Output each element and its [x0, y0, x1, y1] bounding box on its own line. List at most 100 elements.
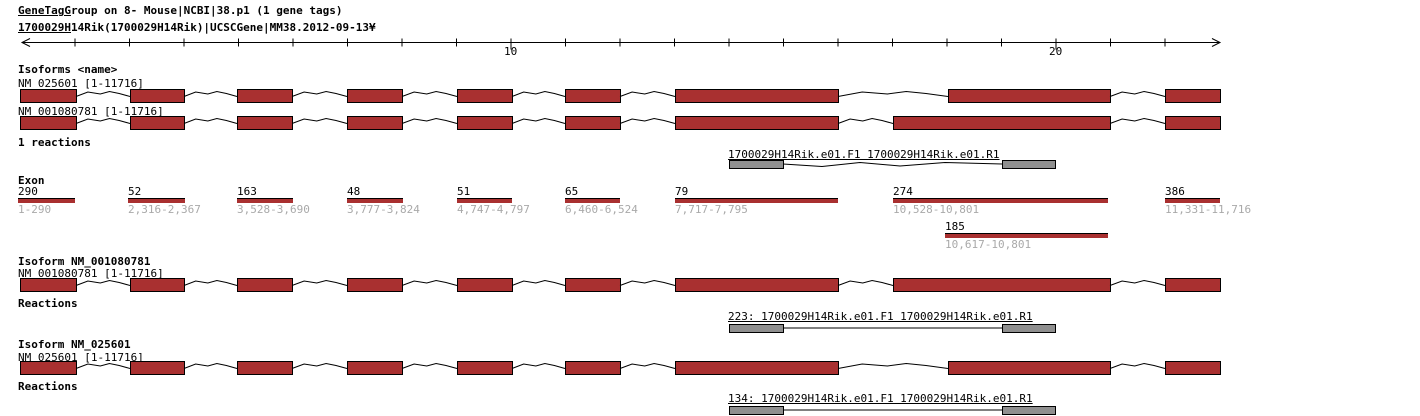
exon-bar[interactable] [128, 198, 185, 203]
isoform-section-track-label-2: NM_025601 [1-11716] [18, 351, 144, 364]
exon-entry: 48 3,777-3,824 [347, 185, 420, 216]
exon-block[interactable] [237, 278, 293, 292]
exon-block[interactable] [237, 361, 293, 375]
gene-link[interactable]: 1700029H [18, 21, 71, 34]
reaction-label-223[interactable]: 223: 1700029H14Rik.e01.F1 1700029H14Rik.… [728, 310, 1033, 323]
gene-structure-nm025601[interactable] [0, 89, 1420, 104]
exon-length-label: 163 [237, 185, 257, 198]
exon-bar[interactable] [945, 233, 1108, 238]
exon-block[interactable] [347, 278, 403, 292]
exon-block[interactable] [1165, 361, 1221, 375]
reaction-primer-bars-223[interactable] [0, 322, 1420, 336]
exon-entry: 65 6,460-6,524 [565, 185, 638, 216]
reaction-label-134[interactable]: 134: 1700029H14Rik.e01.F1 1700029H14Rik.… [728, 392, 1033, 405]
exon-block[interactable] [20, 278, 77, 292]
exon-bar[interactable] [893, 198, 1108, 203]
isoforms-section-title: Isoforms <name> [18, 63, 118, 76]
exon-block[interactable] [457, 278, 513, 292]
reverse-primer-bar[interactable] [1002, 160, 1056, 169]
exon-block[interactable] [675, 278, 839, 292]
reactions-subtitle-nm001080781: Reactions [18, 297, 78, 310]
gene-structure-nm001080781[interactable] [0, 116, 1420, 131]
exon-entry: 163 3,528-3,690 [237, 185, 310, 216]
isoform-track-label-nm001080781: NM_001080781 [1-11716] [18, 105, 164, 118]
exon-block[interactable] [457, 116, 513, 130]
exon-block[interactable] [893, 116, 1111, 130]
forward-primer-bar[interactable] [729, 160, 784, 169]
exon-block[interactable] [347, 116, 403, 130]
exon-range-label: 3,777-3,824 [347, 203, 420, 216]
exon-length-label: 290 [18, 185, 38, 198]
exon-length-label: 48 [347, 185, 361, 198]
exon-length-label: 386 [1165, 185, 1185, 198]
exon-bar[interactable] [237, 198, 293, 203]
header-line2-rest: 14Rik(1700029H14Rik)|UCSCGene|MM38.2012-… [70, 21, 376, 34]
exon-block[interactable] [565, 89, 621, 103]
exon-block[interactable] [565, 278, 621, 292]
forward-primer-bar[interactable] [729, 324, 784, 333]
exon-block[interactable] [893, 278, 1111, 292]
exon-bar[interactable] [18, 198, 75, 203]
exon-block[interactable] [130, 278, 185, 292]
exon-block[interactable] [948, 361, 1111, 375]
exon-block[interactable] [457, 361, 513, 375]
exon-bar[interactable] [457, 198, 512, 203]
exon-bar[interactable] [347, 198, 403, 203]
isoform-section-title-nm025601: Isoform NM_025601 [18, 338, 131, 351]
exon-bar[interactable] [1165, 198, 1220, 203]
exon-range-label: 4,747-4,797 [457, 203, 530, 216]
exon-length-label: 51 [457, 185, 471, 198]
exon-bar[interactable] [565, 198, 620, 203]
reaction-primer-bars-134[interactable] [0, 404, 1420, 416]
exon-block[interactable] [130, 89, 185, 103]
exon-block[interactable] [565, 361, 621, 375]
exon-block[interactable] [237, 89, 293, 103]
exon-block[interactable] [1165, 278, 1221, 292]
exon-block[interactable] [347, 361, 403, 375]
exon-length-label: 274 [893, 185, 913, 198]
reaction-primer-pair-label[interactable]: 1700029H14Rik.e01.F1 1700029H14Rik.e01.R… [728, 148, 1000, 161]
exon-block[interactable] [1165, 116, 1221, 130]
exon-block[interactable] [457, 89, 513, 103]
reverse-primer-bar[interactable] [1002, 406, 1056, 415]
exon-block[interactable] [347, 89, 403, 103]
exon-range-label: 3,528-3,690 [237, 203, 310, 216]
exon-length-label: 65 [565, 185, 579, 198]
reverse-primer-bar[interactable] [1002, 324, 1056, 333]
exon-block[interactable] [565, 116, 621, 130]
isoform-section-track-label: NM_001080781 [1-11716] [18, 267, 164, 280]
isoform-track-label-nm025601: NM_025601 [1-11716] [18, 77, 144, 90]
gene-structure-section-nm025601[interactable] [0, 361, 1420, 376]
exon-length-label: 52 [128, 185, 142, 198]
exon-length-label: 79 [675, 185, 689, 198]
exon-block[interactable] [237, 116, 293, 130]
header-line-gene: 1700029H14Rik(1700029H14Rik)|UCSCGene|MM… [18, 22, 376, 33]
exon-block[interactable] [130, 361, 185, 375]
gene-structure-section-nm001080781[interactable] [0, 278, 1420, 293]
exon-block[interactable] [130, 116, 185, 130]
exon-block[interactable] [1165, 89, 1221, 103]
reaction-primer-bars[interactable] [0, 158, 1420, 172]
reactions-subtitle-nm025601: Reactions [18, 380, 78, 393]
reactions-count-title: 1 reactions [18, 136, 91, 149]
exon-range-label: 6,460-6,524 [565, 203, 638, 216]
position-ruler [20, 38, 1222, 50]
exon-block[interactable] [20, 361, 77, 375]
exon-entry: 51 4,747-4,797 [457, 185, 530, 216]
ruler-label-10: 10 [504, 45, 518, 58]
genetaggroup-link[interactable]: GeneTagG [18, 4, 71, 17]
exon-block[interactable] [675, 361, 839, 375]
forward-primer-bar[interactable] [729, 406, 784, 415]
exon-block[interactable] [675, 89, 839, 103]
exon-block[interactable] [948, 89, 1111, 103]
exon-bar[interactable] [675, 198, 838, 203]
exon-block[interactable] [675, 116, 839, 130]
isoform-section-title-nm001080781: Isoform NM_001080781 [18, 255, 151, 268]
exon-block[interactable] [20, 89, 77, 103]
ruler-label-20: 20 [1049, 45, 1063, 58]
exon-block[interactable] [20, 116, 77, 130]
